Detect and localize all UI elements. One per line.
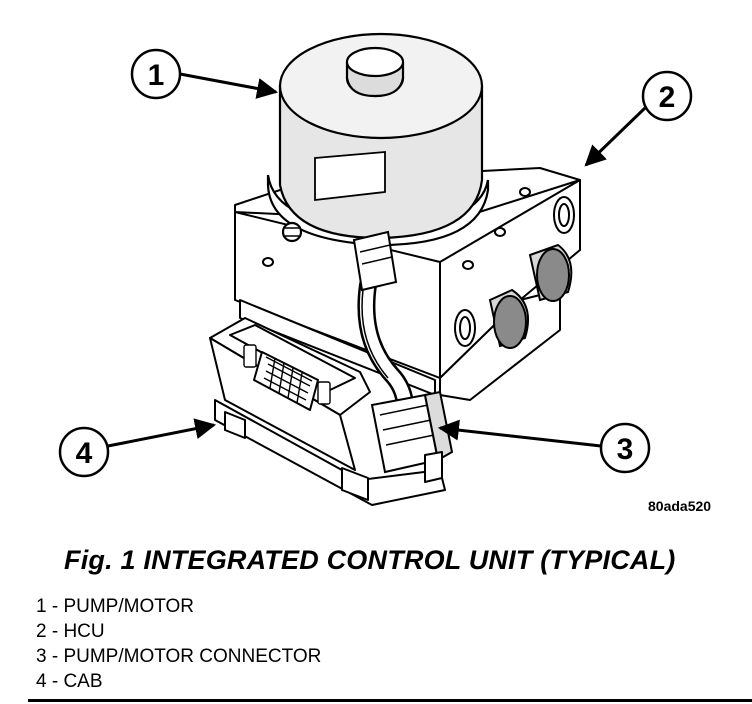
- pump-motor: [266, 32, 490, 247]
- hcu-ports: [262, 187, 575, 347]
- callout-3: 3: [437, 419, 651, 474]
- callout-1-number: 1: [148, 59, 165, 92]
- callout-4: 4: [58, 418, 217, 478]
- legend-item: 1 - PUMP/MOTOR: [36, 596, 194, 617]
- cab-connector-pins: [243, 344, 331, 405]
- callout-2-number: 2: [659, 81, 676, 114]
- control-unit-illustration: 1 2 3 4: [58, 32, 693, 506]
- solenoid-caps: [488, 243, 573, 349]
- callout-3-number: 3: [617, 433, 634, 466]
- bottom-divider: [28, 699, 752, 702]
- callout-2: 2: [584, 70, 693, 167]
- legend-item: 3 - PUMP/MOTOR CONNECTOR: [36, 646, 322, 667]
- callout-4-number: 4: [76, 437, 93, 470]
- legend-item: 4 - CAB: [36, 671, 103, 692]
- parts-legend: 1 - PUMP/MOTOR 2 - HCU 3 - PUMP/MOTOR CO…: [36, 594, 321, 694]
- figure-reference-code: 80ada520: [648, 498, 712, 514]
- legend-item: 2 - HCU: [36, 621, 105, 642]
- callout-1: 1: [130, 48, 279, 100]
- figure-caption: Fig. 1 INTEGRATED CONTROL UNIT (TYPICAL): [64, 545, 676, 575]
